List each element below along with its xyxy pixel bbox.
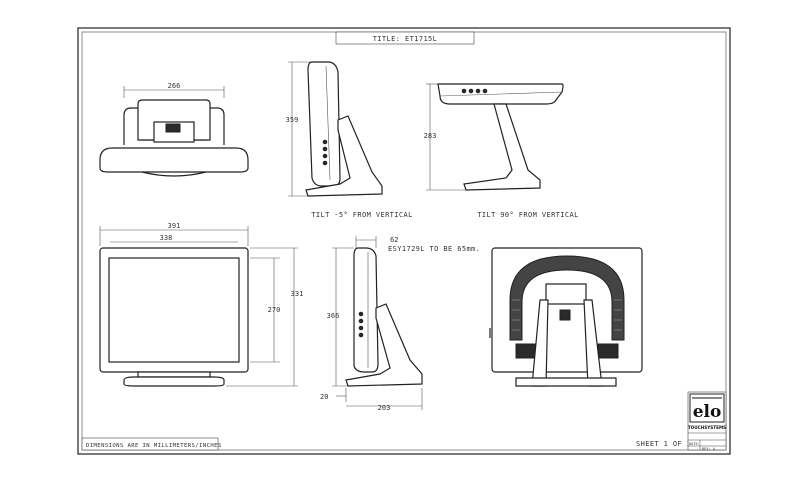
sheet-border-outer xyxy=(77,27,731,455)
dim-283: 283 xyxy=(424,132,437,140)
dim-366: 366 xyxy=(327,312,340,320)
view-front: 391 338 270 331 xyxy=(99,222,304,387)
view-rear xyxy=(489,247,643,387)
dim-62: 62 xyxy=(390,236,398,244)
view-side-tilt-90: 283 TILT 90° FROM VERTICAL xyxy=(424,83,579,219)
logo-brand: TOUCHSYSTEMS xyxy=(688,425,726,430)
title-text: TITLE: ET1715L xyxy=(373,35,438,43)
view-side: 62 ESY1729L TO BE 65mm. 366 20 203 xyxy=(320,236,480,412)
dim-359: 359 xyxy=(286,116,299,124)
dim-338: 338 xyxy=(160,234,173,242)
dim-331: 331 xyxy=(291,290,304,298)
sheet-border-inner xyxy=(81,31,727,451)
side-note: ESY1729L TO BE 65mm. xyxy=(388,245,480,253)
logo-rev-label: REV: A xyxy=(702,447,716,451)
caption-tilt-90: TILT 90° FROM VERTICAL xyxy=(477,211,579,219)
title-box xyxy=(335,31,475,45)
view-side-tilt-5: 359 TILT -5° FROM VERTICAL xyxy=(286,61,413,219)
caption-tilt-5: TILT -5° FROM VERTICAL xyxy=(311,211,413,219)
dim-203: 203 xyxy=(378,404,391,412)
view-stand-top: 266 xyxy=(99,82,249,177)
logo-date-label: DATE: xyxy=(689,442,700,446)
elo-logo-mark: elo xyxy=(693,402,722,422)
dim-266: 266 xyxy=(168,82,181,90)
dim-270: 270 xyxy=(268,306,281,314)
sheet-number: SHEET 1 OF 3 xyxy=(636,440,691,448)
units-note-box xyxy=(81,437,219,451)
dim-391: 391 xyxy=(168,222,181,230)
units-note: DIMENSIONS ARE IN MILLIMETERS/INCHES xyxy=(86,443,222,449)
dim-20: 20 xyxy=(320,393,328,401)
logo-block: elo TOUCHSYSTEMS DATE: REV: A xyxy=(687,391,727,451)
